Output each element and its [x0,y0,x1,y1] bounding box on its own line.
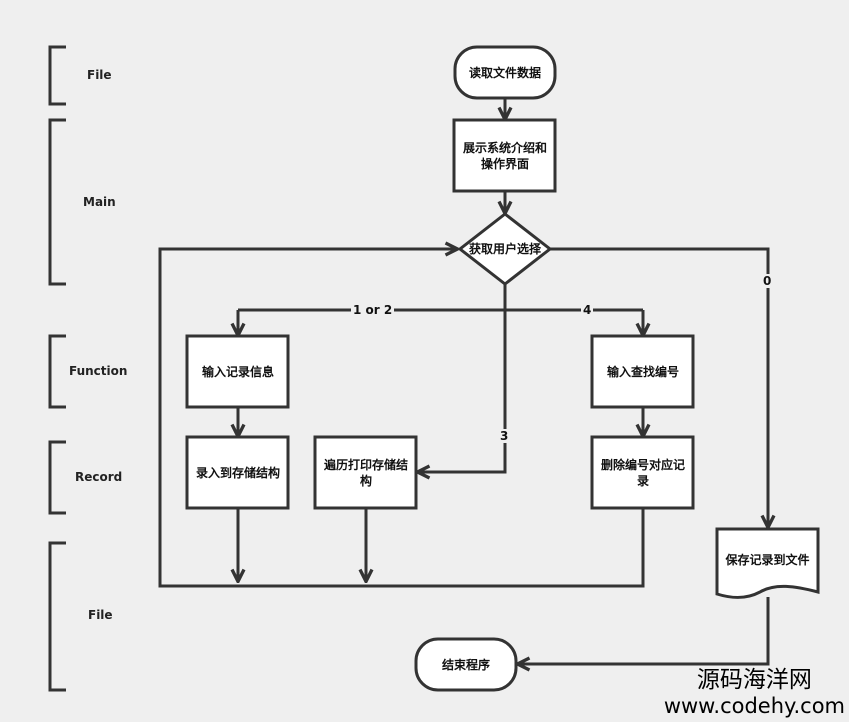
node-input-record-shape [185,334,290,409]
watermark-line-1: 源码海洋网 [696,667,812,693]
lane-bracket-main [48,118,66,286]
edge-loop-back [158,249,645,588]
edge-label-option-0: 0 [761,274,774,288]
lane-label-file-bottom: File [88,608,113,622]
node-store-shape [185,435,290,510]
watermark-line-2: www.codehy.com [663,694,845,718]
lane-bracket-file-top [48,45,66,106]
lane-label-function: Function [69,364,128,378]
lane-label-file-top: File [87,68,112,82]
node-delete-shape [590,435,695,510]
node-choose-shape [457,212,553,286]
edge-choose-save [550,247,768,526]
lane-bracket-record [48,440,66,515]
node-read-shape [453,45,557,100]
lane-label-main: Main [83,195,116,209]
node-save-shape [715,527,820,599]
lane-label-record: Record [75,470,123,484]
edge-save-end [519,597,770,664]
lane-bracket-file-bottom [48,541,66,692]
edge-label-option-1-or-2: 1 or 2 [351,303,395,317]
edge-label-option-3: 3 [498,429,511,443]
node-input-id-shape [590,334,695,409]
edge-label-option-4: 4 [581,303,594,317]
node-end-shape [414,637,518,692]
watermark: 源码海洋网 www.codehy.com [664,666,845,718]
node-traverse-shape [313,435,418,510]
lane-bracket-function [48,334,66,409]
edge-to-traverse [419,310,507,472]
node-show-shape [452,118,557,193]
